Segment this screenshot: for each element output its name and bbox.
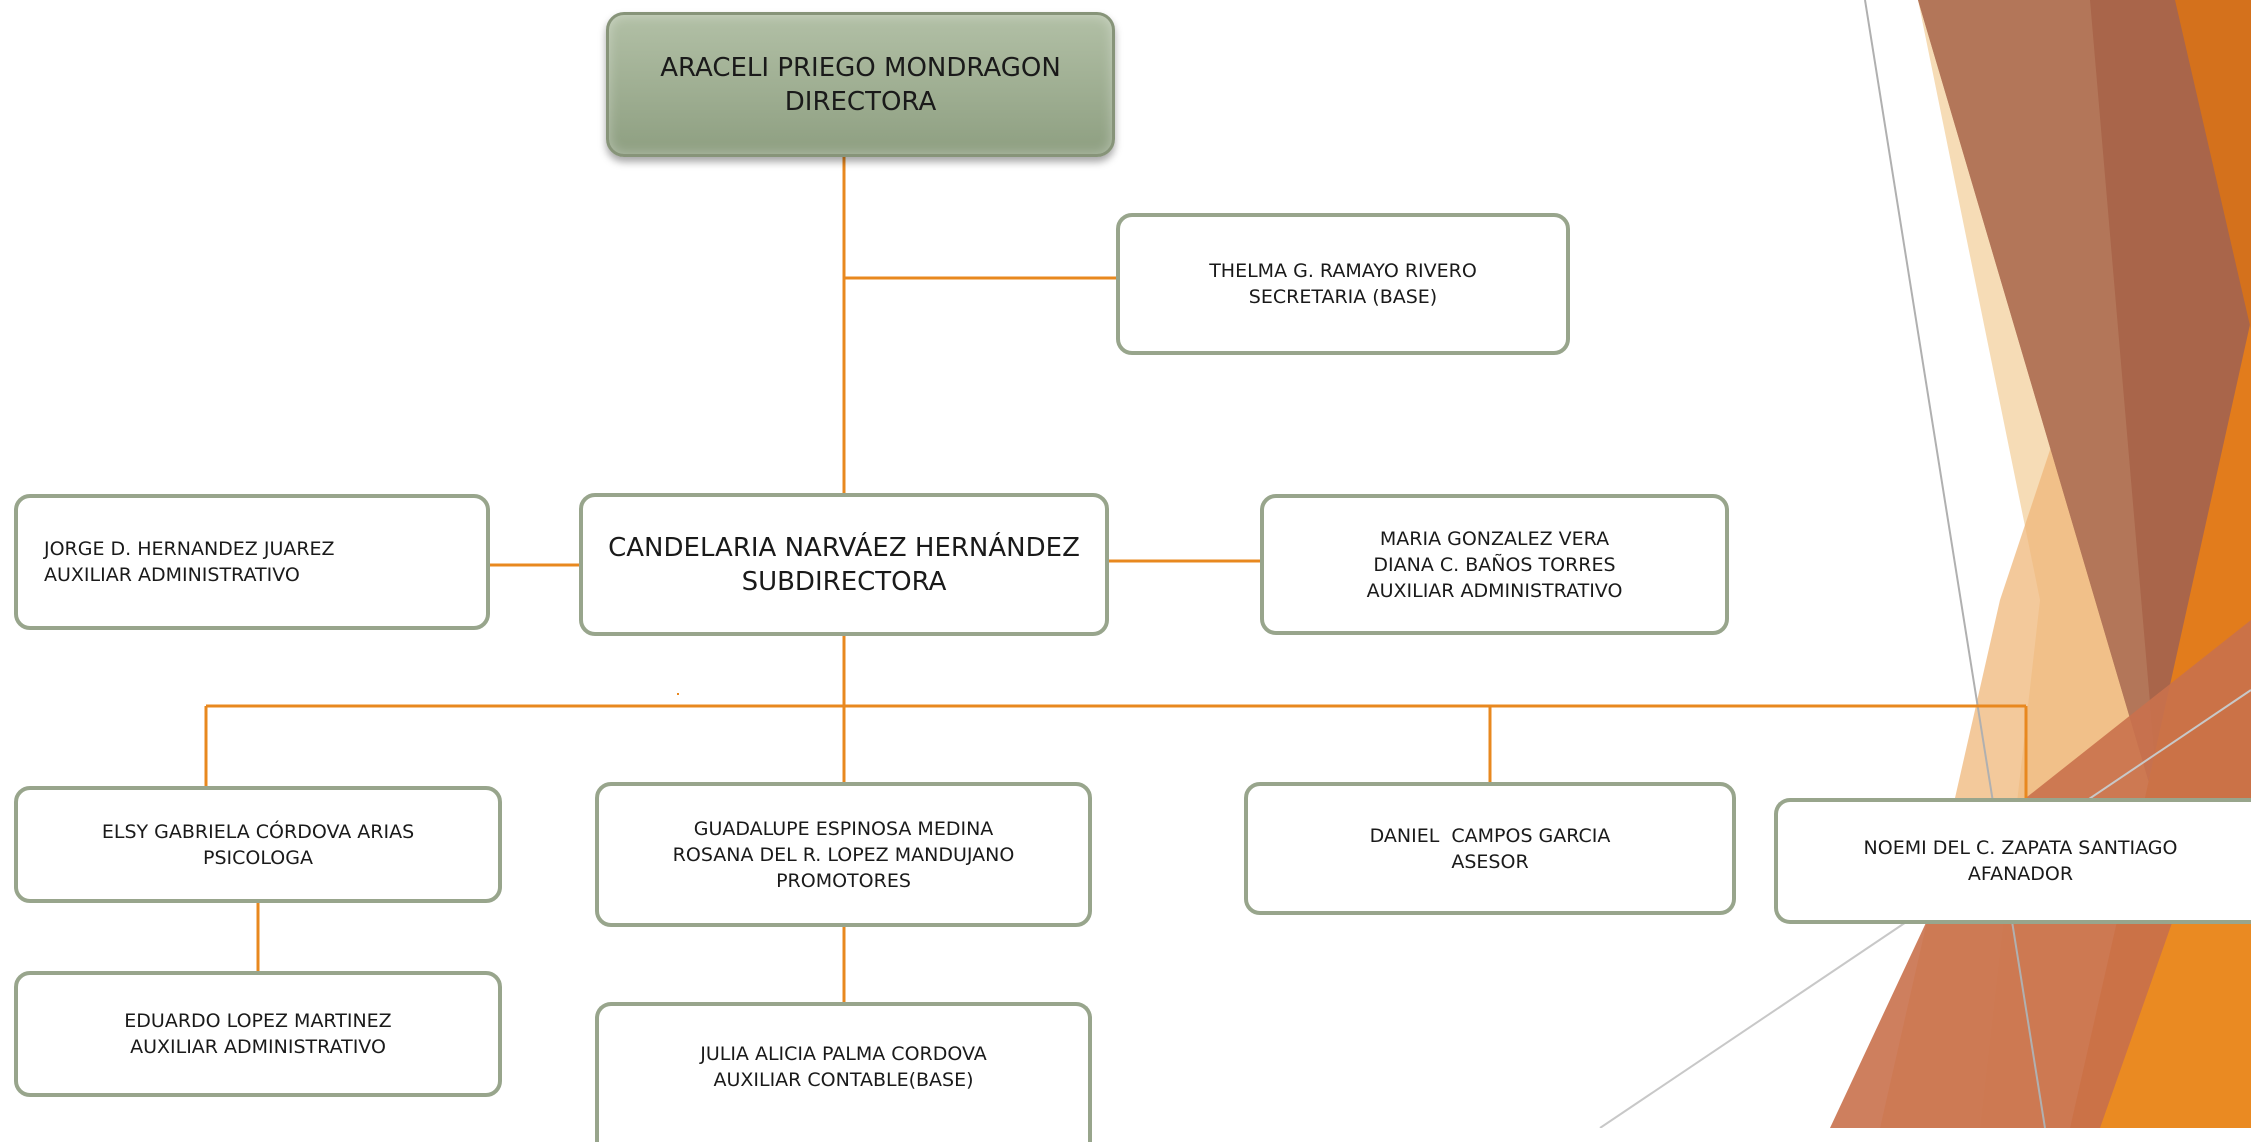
deco-line-1 (1864, 0, 2046, 1128)
node-aux-contable: JULIA ALICIA PALMA CORDOVA AUXILIAR CONT… (595, 1002, 1092, 1142)
node-psicologa-role: PSICOLOGA (203, 846, 313, 869)
stray-dot (677, 693, 679, 695)
node-aux-left-role: AUXILIAR ADMINISTRATIVO (44, 564, 300, 586)
node-directora-name: ARACELI PRIEGO MONDRAGON (660, 52, 1061, 83)
node-aux-contable-name: JULIA ALICIA PALMA CORDOVA (700, 1043, 987, 1065)
node-aux-right-line2: DIANA C. BAÑOS TORRES (1373, 553, 1616, 576)
node-subdirectora-name: CANDELARIA NARVÁEZ HERNÁNDEZ (608, 532, 1080, 563)
node-aux-right-line1: MARIA GONZALEZ VERA (1379, 527, 1610, 550)
deco-facet-dark-orange (2175, 0, 2251, 330)
node-subdirectora-role: SUBDIRECTORA (741, 566, 947, 597)
node-secretaria: THELMA G. RAMAYO RIVERO SECRETARIA (BASE… (1116, 213, 1570, 355)
node-aux-left-name: JORGE D. HERNANDEZ JUAREZ (44, 538, 335, 560)
node-aux-right: MARIA GONZALEZ VERA DIANA C. BAÑOS TORRE… (1260, 494, 1729, 635)
node-promotores-line2: ROSANA DEL R. LOPEZ MANDUJANO (672, 843, 1015, 866)
node-secretaria-name: THELMA G. RAMAYO RIVERO (1209, 260, 1477, 282)
node-afanador-name: NOEMI DEL C. ZAPATA SANTIAGO (1863, 837, 2178, 859)
node-promotores-line1: GUADALUPE ESPINOSA MEDINA (693, 817, 994, 840)
node-psicologa-name: ELSY GABRIELA CÓRDOVA ARIAS (101, 820, 415, 843)
node-asesor: DANIEL CAMPOS GARCIA ASESOR (1244, 782, 1736, 915)
node-promotores-role: PROMOTORES (776, 869, 911, 892)
node-afanador-role: AFANADOR (1967, 863, 2074, 885)
node-aux-admin-bottom: EDUARDO LOPEZ MARTINEZ AUXILIAR ADMINIST… (14, 971, 502, 1097)
node-directora-role: DIRECTORA (784, 86, 937, 117)
node-secretaria-role: SECRETARIA (BASE) (1248, 286, 1438, 308)
node-directora: ARACELI PRIEGO MONDRAGON DIRECTORA (606, 12, 1115, 157)
node-aux-admin-bottom-name: EDUARDO LOPEZ MARTINEZ (124, 1010, 392, 1032)
node-aux-contable-role: AUXILIAR CONTABLE(BASE) (713, 1069, 974, 1091)
node-afanador: NOEMI DEL C. ZAPATA SANTIAGO AFANADOR (1774, 798, 2251, 924)
node-promotores: GUADALUPE ESPINOSA MEDINA ROSANA DEL R. … (595, 782, 1092, 927)
node-psicologa: ELSY GABRIELA CÓRDOVA ARIAS PSICOLOGA (14, 786, 502, 903)
node-aux-admin-bottom-role: AUXILIAR ADMINISTRATIVO (130, 1036, 386, 1058)
deco-facet-bottom-orange (2100, 860, 2251, 1128)
node-asesor-role: ASESOR (1451, 850, 1529, 873)
node-aux-right-role: AUXILIAR ADMINISTRATIVO (1366, 579, 1623, 602)
deco-facet-brown-light (1918, 0, 2160, 820)
node-asesor-name: DANIEL CAMPOS GARCIA (1369, 824, 1611, 847)
node-subdirectora: CANDELARIA NARVÁEZ HERNÁNDEZ SUBDIRECTOR… (579, 493, 1109, 636)
node-aux-left: JORGE D. HERNANDEZ JUAREZ AUXILIAR ADMIN… (14, 494, 490, 630)
